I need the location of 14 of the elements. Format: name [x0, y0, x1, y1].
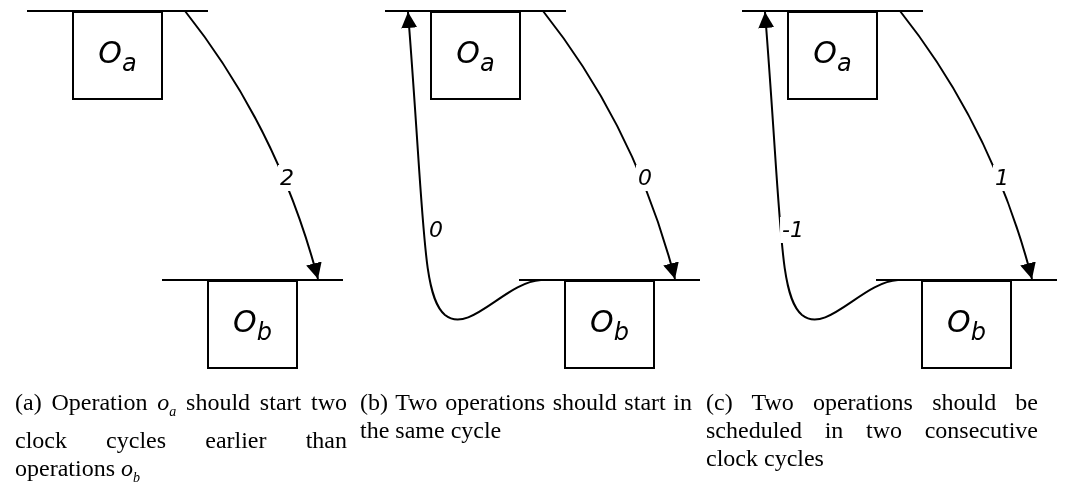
caption: (c) Two operations should be scheduled in two consecutive clock cycles — [706, 388, 1038, 472]
operation-box: O$_{b}$ — [207, 280, 298, 369]
arrow — [542, 10, 679, 280]
arrow — [899, 10, 1036, 280]
caption: (a) Operation o$_{a}$ should start two clock cycles earlier than operations o$_{b}$ — [15, 388, 347, 483]
operation-box: O$_{a}$ — [430, 11, 521, 100]
edge-label: 2 — [278, 165, 296, 191]
caption: (b) Two operations should start in the same cycle — [360, 388, 692, 444]
edge-label: 0 — [636, 165, 654, 191]
arrow — [184, 10, 322, 280]
operation-box: O$_{a}$ — [787, 11, 878, 100]
operation-box: O$_{b}$ — [564, 280, 655, 369]
operation-box: O$_{b}$ — [921, 280, 1012, 369]
operation-box: O$_{a}$ — [72, 11, 163, 100]
